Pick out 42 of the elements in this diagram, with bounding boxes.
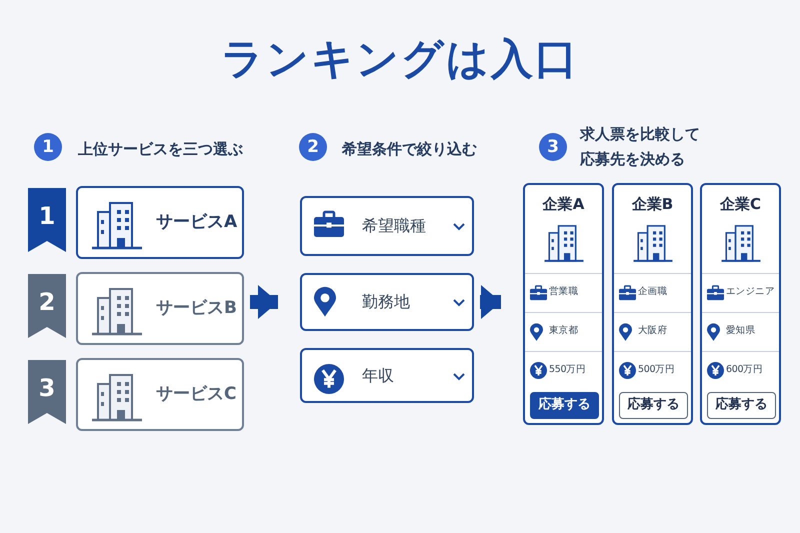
company-name: 企業A [542,194,586,215]
filter-dropdown [300,196,474,256]
salary: 600万円 [726,363,764,377]
salary: 500万円 [638,363,676,377]
company-name: 企業C [718,194,762,215]
rank-ribbon: 2 [28,274,66,338]
title: ランキングは入口 [220,34,580,84]
apply-button: 応募する [707,392,776,419]
service-card [76,358,244,431]
job-card [523,183,604,425]
job-card [700,183,781,425]
filter-dropdown [300,348,474,403]
job-type: エンジニア [726,285,776,299]
job-type: 企画職 [638,285,668,299]
job-type: 営業職 [549,285,580,299]
work-location: 愛知県 [726,324,756,338]
service-name: サービスC [156,383,238,406]
work-location: 東京都 [549,324,580,338]
arrow [480,285,501,319]
company-name: 企業B [630,194,674,215]
apply-button: 応募する [619,392,688,419]
rank-ribbon: 1 [28,188,66,252]
service-card [76,186,244,259]
step-title: 上位サービスを三つ選ぶ [78,139,244,160]
arrow [250,285,278,319]
filter-label: 希望職種 [362,215,427,237]
service-card [76,272,244,345]
service-name: サービスB [156,297,238,320]
salary: 550万円 [549,363,587,377]
step-number: 2 [299,133,327,161]
step-title: 希望条件で絞り込む [342,139,478,160]
step-title: 求人票を比較して応募先を決める [580,124,701,170]
apply-button: 応募する [530,392,599,419]
filter-label: 年収 [362,365,395,387]
filter-label: 勤務地 [362,291,411,313]
step-number: 1 [34,133,62,161]
service-name: サービスA [156,211,238,234]
work-location: 大阪府 [638,324,668,338]
job-card [612,183,693,425]
rank-ribbon: 3 [28,360,66,424]
step-number: 3 [539,133,567,161]
filter-dropdown [300,273,474,331]
